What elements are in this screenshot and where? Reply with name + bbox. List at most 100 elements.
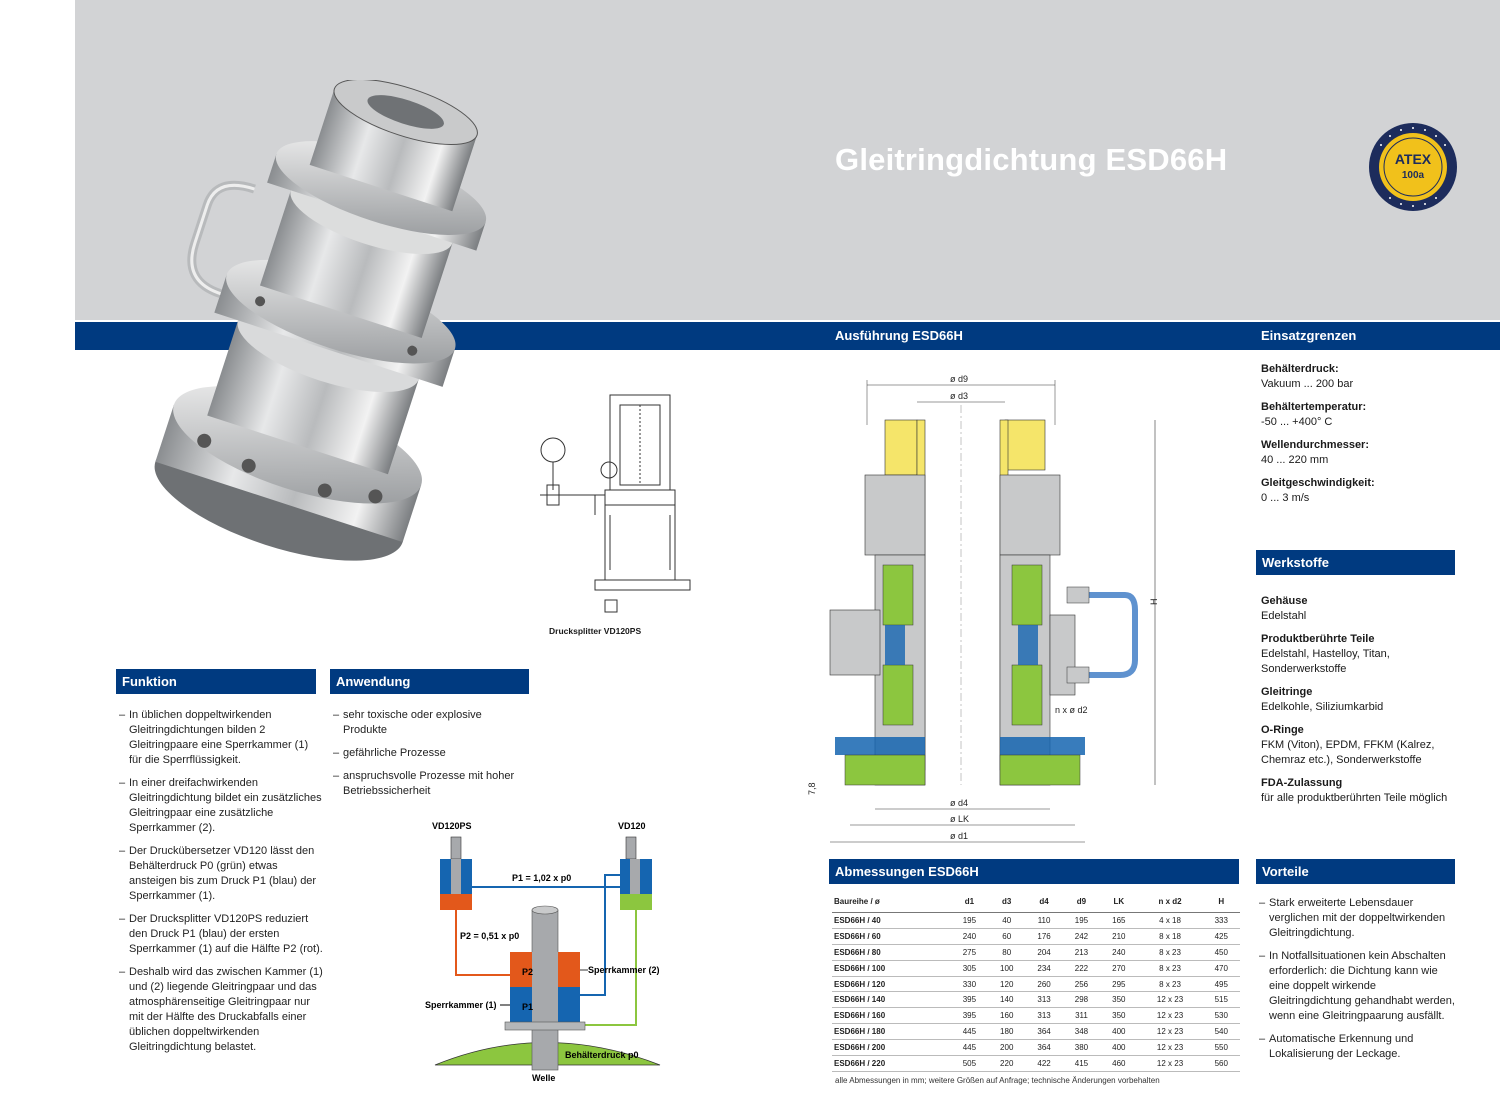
vorteil-item-2: In Notfallsituationen kein Abschalten er… [1259,949,1459,1024]
vorteil-item-1: Stark erweiterte Lebensdauer verglichen … [1259,896,1459,941]
werkstoff-value-4: FKM (Viton), EPDM, FFKM (Kalrez, Chemraz… [1261,739,1435,766]
table-cell: 240 [950,928,989,945]
table-cell: 165 [1100,912,1138,929]
table-cell: 395 [950,1007,989,1025]
table-cell: 8 x 23 [1137,976,1203,993]
table-cell: 348 [1062,1023,1101,1041]
table-cell: 180 [988,1023,1026,1041]
funktion-item-2: In einer dreifachwirkenden Gleitringdich… [119,776,324,836]
technical-drawing: ø d9 ø d3 H n x ø d2 [807,374,1159,843]
einsatz-label-2: Behältertemperatur: [1261,401,1367,413]
einsatz-label-4: Gleitgeschwindigkeit: [1261,477,1375,489]
anwendung-list: sehr toxische oder explosive Produkte ge… [333,708,528,807]
einsatz-value-4: 0 ... 3 m/s [1261,492,1310,504]
table-cell: 364 [1025,1039,1063,1057]
table-cell: 8 x 18 [1137,928,1203,945]
table-cell: 530 [1202,1007,1240,1025]
table-cell: 311 [1062,1007,1101,1025]
einsatz-value-2: -50 ... +400° C [1261,416,1333,428]
table-cell: 275 [950,944,989,961]
werkstoffe-list: Gehäuse Edelstahl Produktberührte Teile … [1261,594,1451,814]
table-cell: 204 [1025,944,1063,961]
table-cell: 213 [1062,944,1101,961]
table-cell: 313 [1025,1007,1063,1025]
d3-label: ø d3 [950,391,968,401]
table-cell: ESD66H / 100 [832,960,951,977]
werkstoff-label-3: Gleitringe [1261,686,1313,698]
table-cell: 120 [988,976,1026,993]
table-cell: ESD66H / 200 [832,1039,951,1057]
table-cell: 242 [1062,928,1101,945]
table-cell: 313 [1025,991,1063,1009]
table-cell: ESD66H / 40 [832,912,951,929]
table-cell: 515 [1202,991,1240,1009]
werkstoff-label-2: Produktberührte Teile [1261,633,1375,645]
anwendung-item-3: anspruchsvolle Prozesse mit hoher Betrie… [333,769,528,799]
funktion-item-1: In üblichen doppeltwirkenden Gleitringdi… [119,708,324,768]
table-cell: 195 [1062,912,1101,929]
table-cell: ESD66H / 120 [832,976,951,993]
anwendung-heading: Anwendung [330,669,529,694]
table-cell: 364 [1025,1023,1063,1041]
h-label: H [1149,599,1159,606]
einsatz-value-3: 40 ... 220 mm [1261,454,1329,466]
table-cell: 8 x 23 [1137,960,1203,977]
table-cell: 12 x 23 [1137,991,1203,1009]
behaelterdruck-label: Behälterdruck p0 [565,1050,639,1060]
table-cell: 550 [1202,1039,1240,1057]
table-cell: 380 [1062,1039,1101,1057]
d4-label: ø d4 [950,798,968,808]
vorteile-list: Stark erweiterte Lebensdauer verglichen … [1259,896,1459,1070]
ausfuehrung-heading: Ausführung ESD66H [835,328,963,343]
table-cell: 222 [1062,960,1101,977]
table-cell: 220 [988,1055,1026,1072]
table-cell: 330 [950,976,989,993]
table-cell: 12 x 23 [1137,1039,1203,1057]
funktion-item-4: Der Drucksplitter VD120PS reduziert den … [119,912,324,957]
werkstoff-label-1: Gehäuse [1261,595,1308,607]
table-cell: 445 [950,1023,989,1041]
table-cell: 140 [988,991,1026,1009]
d9-label: ø d9 [950,374,968,384]
table-cell: 395 [950,991,989,1009]
table-cell: ESD66H / 160 [832,1007,951,1025]
einsatz-label-3: Wellendurchmesser: [1261,439,1370,451]
einsatz-label-1: Behälterdruck: [1261,363,1339,375]
table-header-row: Baureihe / ø d1 d3 d4 d9 LK n x d2 H [832,890,1240,913]
table-cell: 270 [1100,960,1138,977]
werkstoff-label-5: FDA-Zulassung [1261,777,1343,789]
table-cell: 540 [1202,1023,1240,1041]
table-cell: 260 [1025,976,1063,993]
col-header: d4 [1025,890,1063,913]
table-cell: 450 [1202,944,1240,961]
table-cell: 298 [1062,991,1101,1009]
col-header: d1 [950,890,989,913]
table-cell: 200 [988,1039,1026,1057]
table-cell: 210 [1100,928,1138,945]
werkstoffe-heading: Werkstoffe [1256,550,1455,575]
einsatzgrenzen-list: Behälterdruck: Vakuum ... 200 bar Behält… [1261,362,1461,514]
col-header: d9 [1062,890,1101,913]
p1-formula: P1 = 1,02 x p0 [512,873,571,883]
vorteil-item-3: Automatische Erkennung und Lokalisierung… [1259,1032,1459,1062]
table-cell: 350 [1100,991,1138,1009]
werkstoff-value-5: für alle produktberührten Teile möglich [1261,792,1448,804]
page-title: Gleitringdichtung ESD66H [835,142,1228,177]
vorteile-heading: Vorteile [1256,859,1455,884]
sperrkammer2-label: Sperrkammer (2) [588,965,660,975]
lk-label: ø LK [950,814,969,824]
table-cell: ESD66H / 220 [832,1055,951,1072]
werkstoff-value-1: Edelstahl [1261,610,1307,622]
dim78-label: 7,8 [807,782,817,795]
anwendung-item-2: gefährliche Prozesse [333,746,528,761]
atex-number: 100a [1402,170,1425,181]
atex-badge: ATEX 100a [1369,123,1457,211]
table-cell: ESD66H / 140 [832,991,951,1009]
